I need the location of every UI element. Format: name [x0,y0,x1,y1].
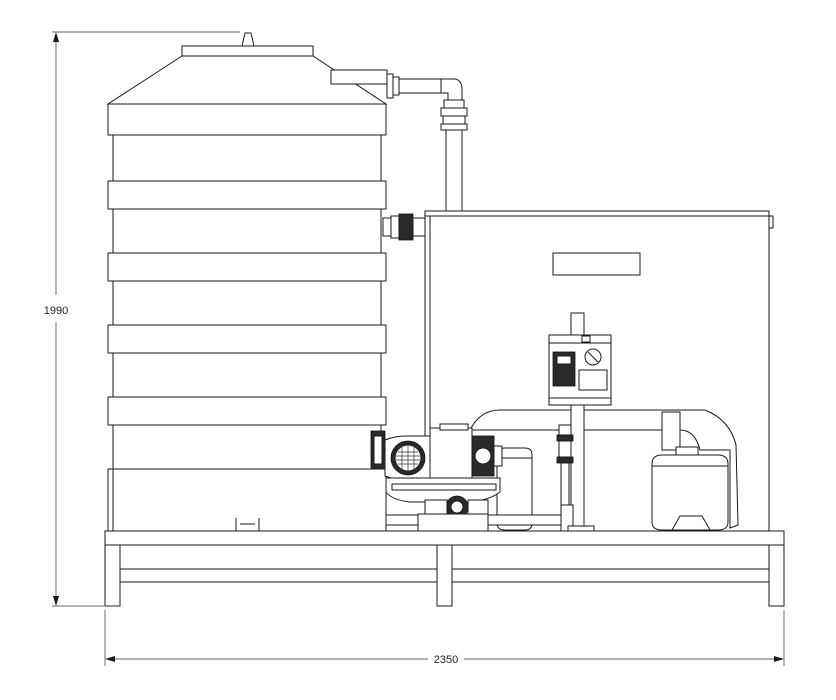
width-dimension-label: 2350 [434,654,458,666]
height-dimension-label: 1990 [44,305,68,317]
rear-housing [469,409,739,529]
storage-tank [106,32,388,532]
right-canister [651,446,729,531]
motor-pump [370,423,595,532]
control-unit [548,312,612,532]
motor-fan-grille [396,445,420,471]
base-frame [104,530,785,607]
label-plate [552,252,641,276]
height-dimension: 1990 [44,31,240,607]
width-dimension: 2350 [104,610,785,666]
side-nozzle [382,213,428,241]
